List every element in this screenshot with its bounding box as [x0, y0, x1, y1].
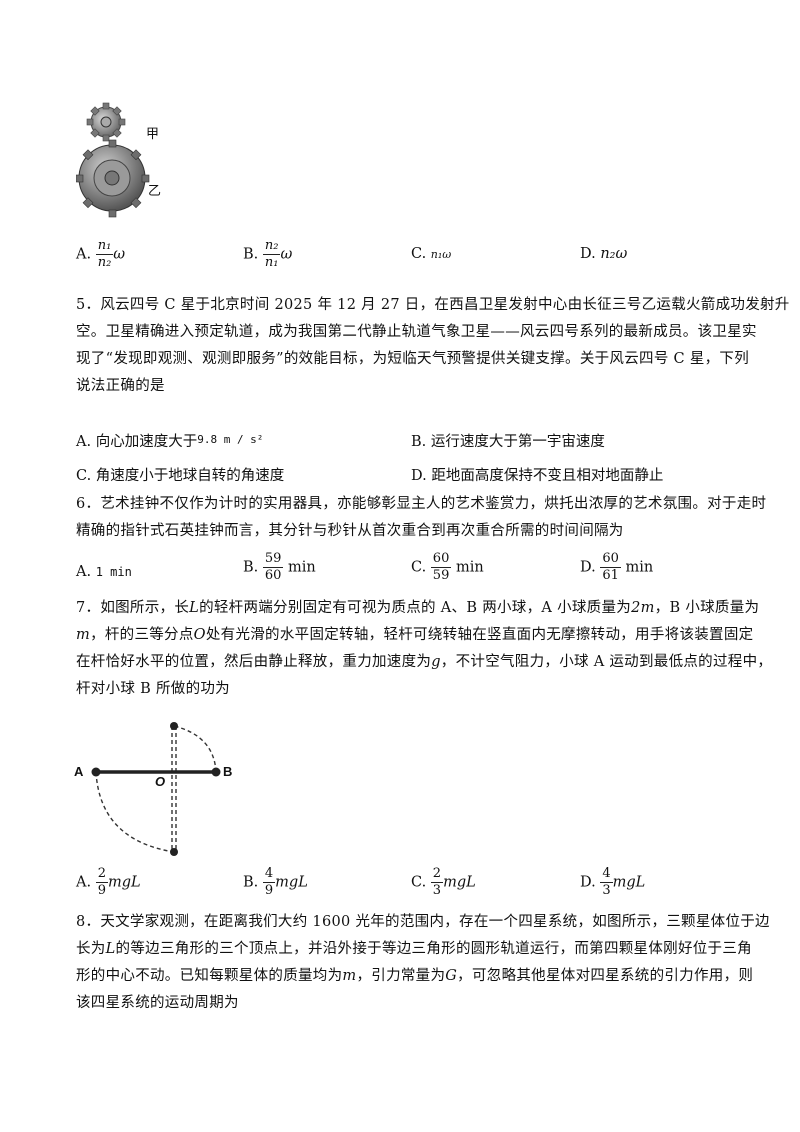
q6-stem: 6．艺术挂钟不仅作为计时的实用器具，亦能够彰显主人的艺术鉴赏力，烘托出浓厚的艺术… [76, 496, 767, 539]
q8-stem: 8．天文学家观测，在距离我们大约 1600 光年的范围内，存在一个四星系统，如图… [76, 914, 770, 1011]
arc-a-path [95, 771, 175, 853]
q6-option-a[interactable]: A. 1 min [76, 564, 132, 580]
q5-option-c[interactable]: C. 角速度小于地球自转的角速度 [76, 468, 285, 484]
label-b: B [223, 764, 233, 779]
label-o: O [155, 774, 166, 789]
gear-label-jia: 甲 [146, 127, 160, 142]
ball-b [211, 767, 221, 777]
arc-b-path [173, 725, 217, 773]
q4-option-d[interactable]: D. n₂ω [580, 246, 628, 262]
small-gear-jia [86, 102, 126, 142]
gear-figure [75, 100, 166, 220]
ball-bottom [170, 848, 178, 856]
q5-option-a[interactable]: A. 向心加速度大于9.8 m / s² [76, 433, 264, 450]
large-gear-yi [75, 139, 150, 218]
q7-figure [70, 720, 250, 865]
gear-label-yi: 乙 [148, 184, 162, 199]
q5-stem: 5．风云四号 C 星于北京时间 2025 年 12 月 27 日，在西昌卫星发射… [76, 297, 790, 394]
ball-a [91, 767, 101, 777]
gear-illustration [75, 102, 150, 218]
q7-stem: 7．如图所示，长L的轻杆两端分别固定有可视为质点的 A、B 两小球，A 小球质量… [76, 600, 773, 697]
q5-option-b[interactable]: B. 运行速度大于第一宇宙速度 [411, 434, 605, 450]
label-a: A [74, 764, 84, 779]
ball-top [170, 722, 178, 730]
rod-diagram [91, 722, 221, 856]
q5-option-d[interactable]: D. 距地面高度保持不变且相对地面静止 [411, 468, 664, 484]
q4-option-c[interactable]: C. n₁ω [411, 246, 452, 262]
